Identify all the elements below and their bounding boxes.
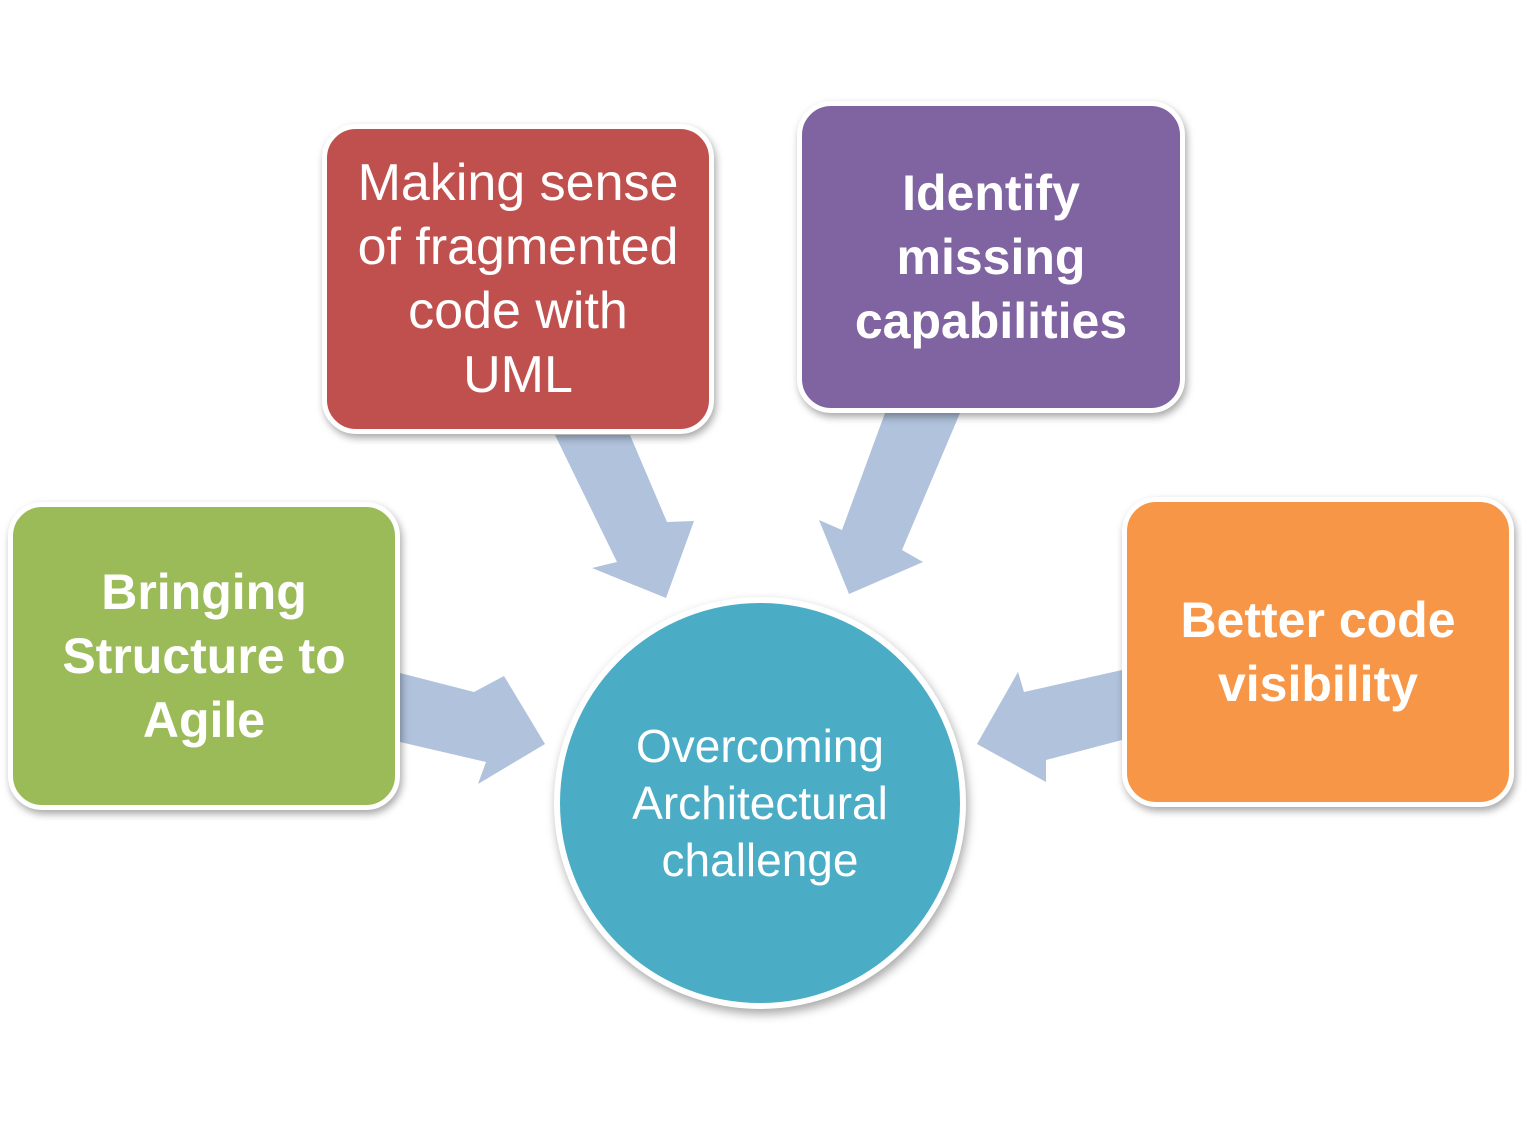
node-making-sense: Making sense of fragmented code with UML [322, 124, 714, 434]
node-better-visibility-label: Better code visibility [1180, 592, 1456, 712]
node-identify-missing: Identify missing capabilities [797, 101, 1185, 413]
node-bringing-structure: Bringing Structure to Agile [8, 502, 400, 810]
center-node-label: Overcoming Architectural challenge [632, 719, 888, 886]
arrow-right-to-center [977, 670, 1122, 782]
arrow-left-to-center [400, 673, 545, 784]
node-better-visibility: Better code visibility [1122, 497, 1514, 807]
node-identify-missing-label: Identify missing capabilities [854, 165, 1128, 349]
node-making-sense-label: Making sense of fragmented code with UML [357, 154, 679, 404]
center-node: Overcoming Architectural challenge [554, 597, 966, 1009]
arrow-top-right-to-center [819, 413, 960, 594]
node-bringing-structure-label: Bringing Structure to Agile [62, 564, 346, 748]
arrow-top-left-to-center [555, 435, 694, 598]
